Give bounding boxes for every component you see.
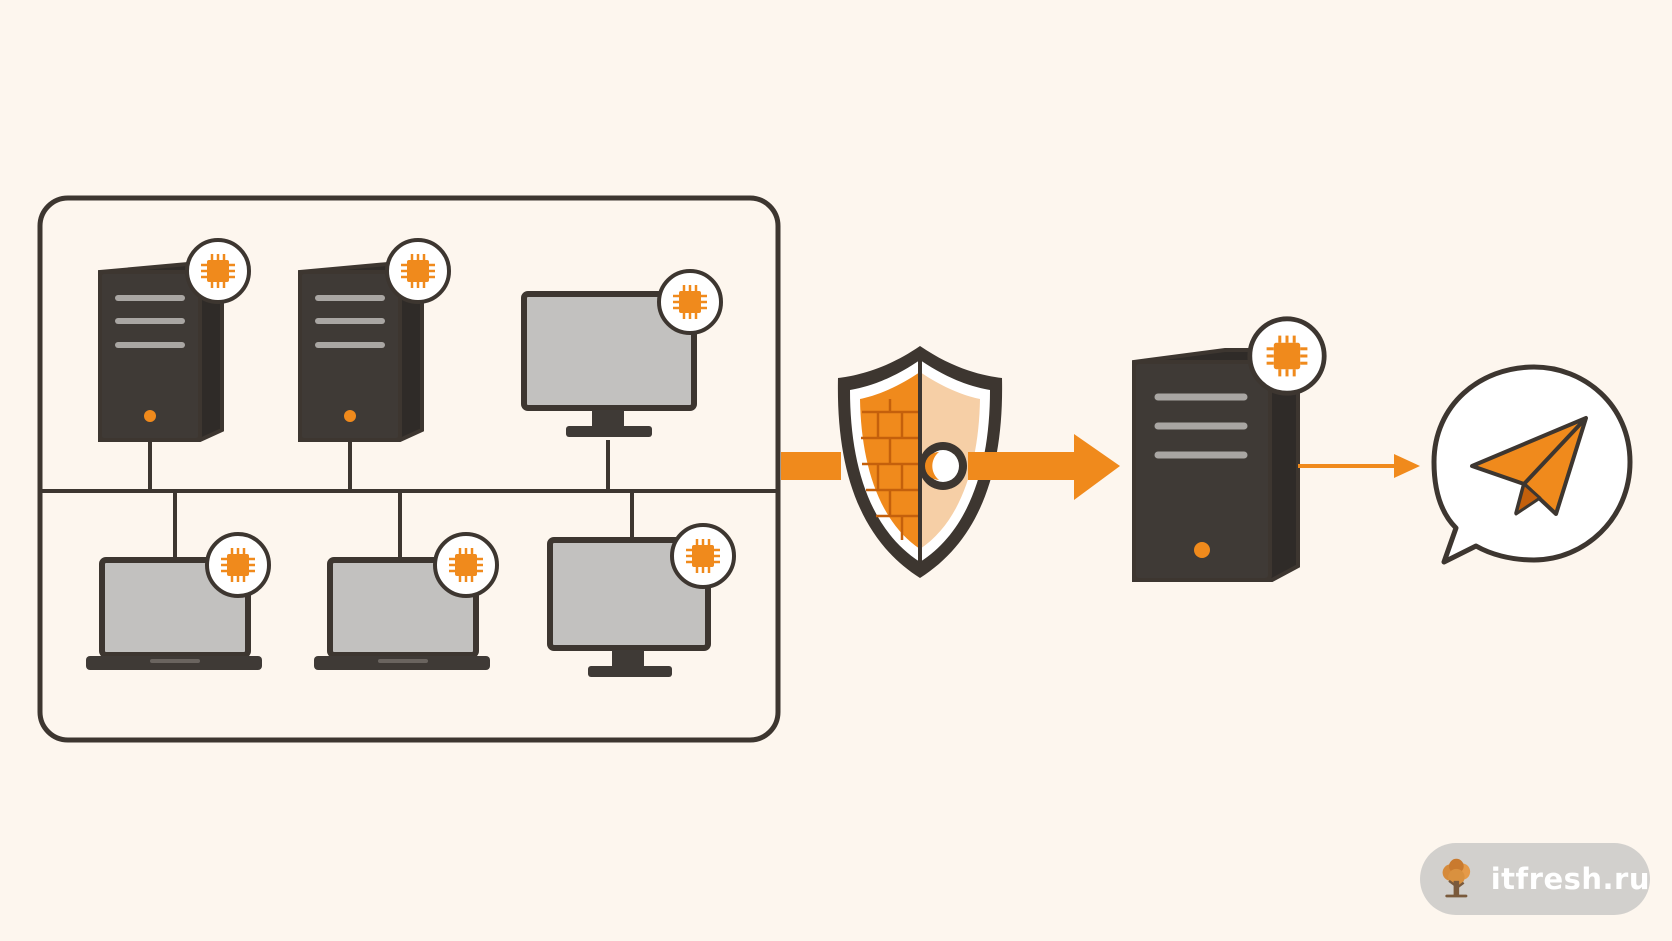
desktop-monitor-2 xyxy=(547,537,711,677)
chip-icon xyxy=(1250,319,1324,393)
chip-icon xyxy=(205,532,271,598)
central-server-tower xyxy=(1132,348,1300,582)
watermark-badge[interactable]: itfresh.ru xyxy=(1420,843,1650,915)
chip-icon xyxy=(185,238,251,304)
chip-icon xyxy=(385,238,451,304)
network-bus-lines xyxy=(40,440,778,560)
chip-icon xyxy=(670,523,736,589)
flow-in-bar xyxy=(781,452,841,480)
chip-icon xyxy=(657,269,723,335)
chip-icon xyxy=(433,532,499,598)
paper-plane-speech-bubble-icon xyxy=(1431,364,1633,565)
desktop-monitor-1 xyxy=(521,291,697,437)
flow-arrow-main xyxy=(968,434,1120,500)
server-tower-2 xyxy=(298,262,424,442)
tree-logo-icon xyxy=(1442,858,1471,898)
watermark-text: itfresh.ru xyxy=(1490,862,1650,896)
network-container xyxy=(37,195,781,743)
flow-arrow-notify xyxy=(1298,454,1420,478)
shield-firewall-icon xyxy=(837,346,1003,578)
laptop-2 xyxy=(314,557,490,670)
